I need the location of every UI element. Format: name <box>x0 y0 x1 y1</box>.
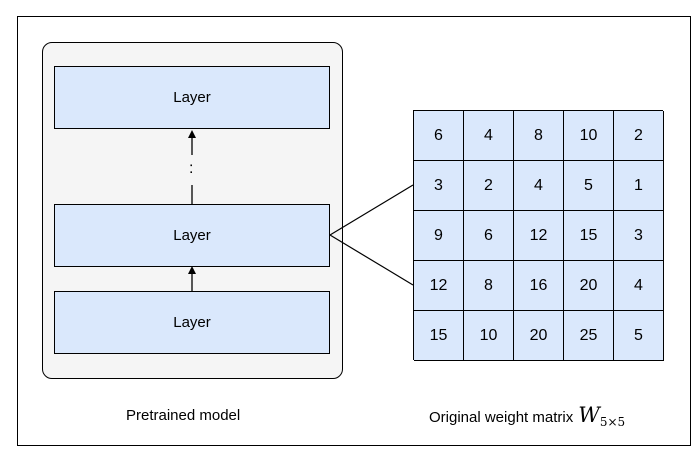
matrix-cell: 4 <box>614 261 664 311</box>
matrix-cell: 2 <box>614 111 664 161</box>
matrix-cell: 12 <box>514 211 564 261</box>
matrix-cell: 15 <box>564 211 614 261</box>
weight-matrix-caption-text: Original weight matrix <box>429 409 574 426</box>
weight-matrix-symbol: W <box>578 403 600 427</box>
matrix-cell: 25 <box>564 311 614 361</box>
pretrained-model-caption: Pretrained model <box>126 407 241 424</box>
matrix-cell: 5 <box>564 161 614 211</box>
matrix-cell: 6 <box>414 111 464 161</box>
matrix-cell: 12 <box>414 261 464 311</box>
matrix-cell: 2 <box>464 161 514 211</box>
matrix-cell: 8 <box>464 261 514 311</box>
matrix-cell: 3 <box>614 211 664 261</box>
matrix-cell: 4 <box>464 111 514 161</box>
matrix-cell: 15 <box>414 311 464 361</box>
weight-matrix-subscript: 5×5 <box>599 415 626 429</box>
matrix-cell: 5 <box>614 311 664 361</box>
matrix-cell: 10 <box>564 111 614 161</box>
layer-label: Layer <box>173 314 211 331</box>
layer-box-bottom: Layer <box>54 291 330 354</box>
layer-box-middle: Layer <box>54 204 330 267</box>
matrix-cell: 6 <box>464 211 514 261</box>
matrix-cell: 8 <box>514 111 564 161</box>
matrix-cell: 4 <box>514 161 564 211</box>
layer-box-top: Layer <box>54 66 330 129</box>
matrix-cell: 9 <box>414 211 464 261</box>
layer-label: Layer <box>173 89 211 106</box>
matrix-cell: 10 <box>464 311 514 361</box>
matrix-cell: 20 <box>514 311 564 361</box>
matrix-cell: 1 <box>614 161 664 211</box>
layer-label: Layer <box>173 227 211 244</box>
matrix-cell: 3 <box>414 161 464 211</box>
matrix-cell: 20 <box>564 261 614 311</box>
matrix-cell: 16 <box>514 261 564 311</box>
